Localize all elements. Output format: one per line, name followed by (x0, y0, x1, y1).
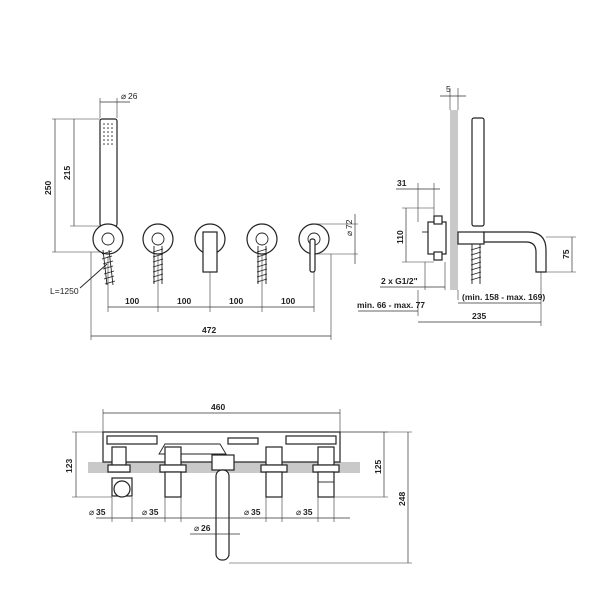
handshower (99, 118, 118, 227)
dim-diameters: ⌀ 35 ⌀ 35 ⌀ 35 ⌀ 35 (89, 497, 350, 522)
dim-250-label: 250 (43, 181, 53, 195)
dim-472: 472 (90, 252, 332, 340)
front-view: ⌀ 26 250 215 ⌀ 72 L=1250 (43, 91, 358, 340)
plan-view: 460 123 125 248 (64, 402, 412, 564)
dim-215-label: 215 (62, 166, 72, 180)
dim-248: 248 (229, 431, 412, 564)
diameter-1-label: 35 (96, 507, 106, 517)
spacing-3-label: 100 (229, 296, 243, 306)
valve-4 (260, 446, 288, 498)
dim-235-label: 235 (472, 311, 486, 321)
valve-1 (107, 446, 133, 498)
dim-26-label: 26 (128, 91, 138, 101)
dim-projection: min. 66 - max. 77 (357, 290, 459, 316)
dim-handshower-diameter: ⌀ 26 (99, 91, 138, 118)
dim-75-label: 75 (561, 249, 571, 259)
rosette-1 (92, 223, 124, 286)
svg-text:⌀: ⌀ (121, 91, 127, 101)
dim-31: 31 (396, 178, 440, 222)
dim-hose-length: L=1250 (50, 263, 108, 296)
dim-spacings: 100 100 100 100 (107, 256, 315, 312)
dim-235: 235 (418, 311, 541, 323)
dim-rosette-diameter: ⌀ 72 (314, 214, 358, 264)
dim-5-label: 5 (446, 84, 451, 94)
hose-length-label: L=1250 (50, 286, 79, 296)
dim-110: 110 (395, 207, 434, 263)
dim-spout-diameter: ⌀ 26 (190, 523, 240, 535)
dim-123-label: 123 (64, 459, 74, 473)
rosette-2 (142, 223, 174, 284)
spacing-2-label: 100 (177, 296, 191, 306)
projection-label: min. 66 - max. 77 (357, 300, 425, 310)
spacing-1-label: 100 (125, 296, 139, 306)
dim-connection: 2 x G1/2" (380, 262, 446, 290)
rosette-5-lever (298, 223, 330, 273)
dim-72-label: 72 (344, 219, 354, 229)
dim-123: 123 (64, 431, 112, 498)
dim-5: 5 (440, 84, 466, 110)
dim-spout-range: (min. 158 - max. 169) (458, 272, 545, 326)
side-view: 5 31 110 75 2 x G1/2" (357, 84, 576, 326)
svg-text:⌀: ⌀ (344, 230, 354, 236)
dim-31-label: 31 (397, 178, 407, 188)
diameter-2-label: 35 (149, 507, 159, 517)
valve-3-spout (211, 454, 235, 561)
dim-250: 250 (43, 118, 100, 253)
dim-110-label: 110 (395, 230, 405, 244)
rosette-3-spout (194, 223, 226, 273)
svg-text:⌀: ⌀ (194, 523, 200, 533)
dim-248-label: 248 (397, 492, 407, 506)
dim-125-label: 125 (373, 460, 383, 474)
svg-text:⌀: ⌀ (296, 507, 302, 517)
spout-diameter-label: 26 (201, 523, 211, 533)
dim-460: 460 (102, 402, 341, 432)
diameter-3-label: 35 (251, 507, 261, 517)
connection-label: 2 x G1/2" (381, 276, 418, 286)
dim-472-label: 472 (202, 325, 216, 335)
svg-text:⌀: ⌀ (89, 507, 95, 517)
dim-215: 215 (62, 119, 100, 227)
svg-text:⌀: ⌀ (142, 507, 148, 517)
valve-5 (312, 446, 340, 498)
diameter-4-label: 35 (303, 507, 313, 517)
wall-section (450, 110, 458, 290)
dim-75: 75 (546, 236, 576, 273)
svg-text:⌀: ⌀ (244, 507, 250, 517)
valve-2 (159, 446, 187, 498)
spacing-4-label: 100 (281, 296, 295, 306)
dim-460-label: 460 (211, 402, 225, 412)
spout-range-label: (min. 158 - max. 169) (462, 292, 545, 302)
